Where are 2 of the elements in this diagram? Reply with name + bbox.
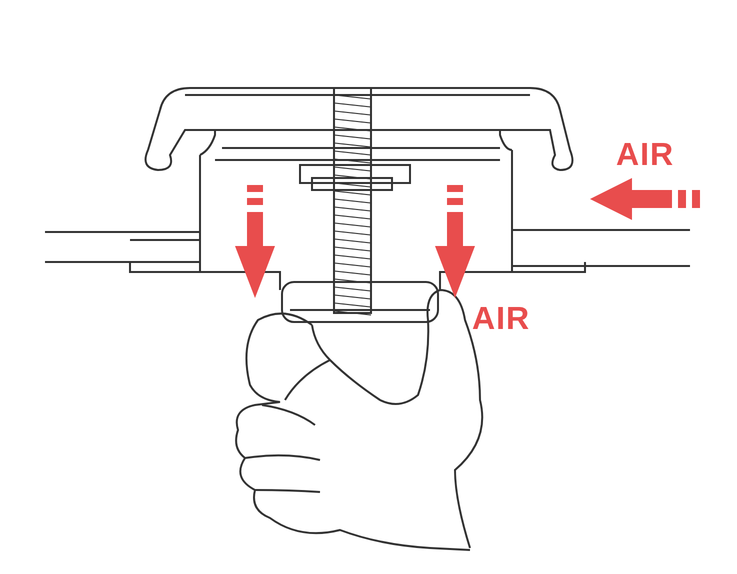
airflow-label: AIR	[616, 138, 674, 170]
airflow-label: AIR	[472, 302, 530, 334]
